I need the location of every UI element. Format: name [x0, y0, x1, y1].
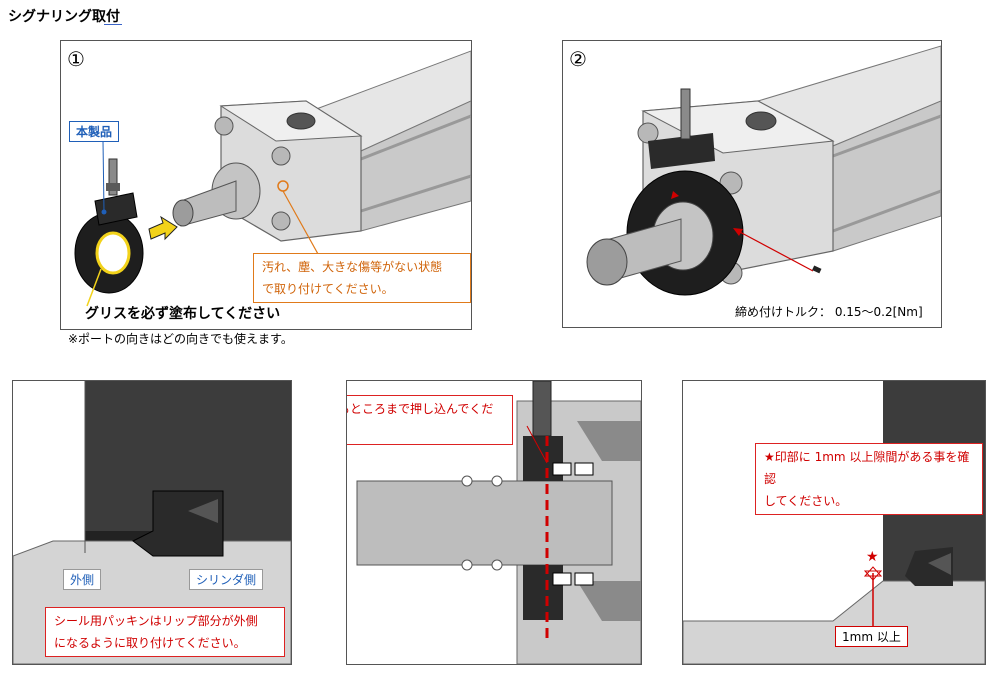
detail3-callout: ★印部に 1mm 以上隙間がある事を確認 してください。 — [755, 443, 983, 515]
page-title: シグナリング取付 — [8, 9, 120, 25]
detail2-callout-line1: 当たるところまで押し込んでくだ — [347, 402, 494, 416]
step2-panel: ② 締め付けトルク： 0.15～0.2[Nm] — [562, 40, 942, 328]
detail2-callout-line2: さい。 — [347, 420, 504, 442]
detail3-callout-line2: してください。 — [764, 494, 848, 508]
port-note: ※ポートの向きはどの向きでも使えます。 — [68, 332, 293, 346]
detail1-callout: シール用パッキンはリップ部分が外側 になるように取り付けてください。 — [45, 607, 285, 657]
title-underline — [104, 24, 122, 25]
detail3-callout-line1: ★印部に 1mm 以上隙間がある事を確認 — [764, 450, 970, 486]
step1-panel: ① 本製品 汚れ、塵、大 — [60, 40, 472, 330]
detail2-illustration — [356, 381, 641, 664]
step2-number: ② — [569, 47, 587, 71]
step2-illustration — [586, 45, 941, 296]
cylinder-label: シリンダ側 — [189, 569, 264, 590]
step1-illustration — [74, 50, 471, 307]
detail2-callout: 当たるところまで押し込んでくだ さい。 — [347, 395, 513, 445]
detail1-callout-line1: シール用パッキンはリップ部分が外側 — [54, 614, 258, 628]
step1-number: ① — [67, 47, 85, 71]
torque-text: 締め付けトルク： 0.15～0.2[Nm] — [735, 305, 923, 319]
detail2-panel: 当たるところまで押し込んでくだ さい。 — [346, 380, 642, 665]
step1-callout-line1: 汚れ、塵、大きな傷等がない状態 — [262, 260, 443, 274]
step1-callout-line2: で取り付けてください。 — [262, 282, 394, 296]
step1-callout: 汚れ、塵、大きな傷等がない状態 で取り付けてください。 — [253, 253, 471, 303]
star-marker: ★ — [866, 549, 879, 565]
detail3-panel: ★ ★印部に 1mm 以上隙間がある事を確認 してください。 1mm 以上 — [682, 380, 986, 665]
outer-label: 外側 — [63, 569, 102, 590]
detail3-illustration — [683, 381, 985, 664]
gap-label: 1mm 以上 — [835, 626, 908, 647]
grease-text: グリスを必ず塗布してください — [85, 306, 281, 322]
detail1-callout-line2: になるように取り付けてください。 — [54, 636, 246, 650]
product-label: 本製品 — [69, 121, 120, 142]
detail1-panel: 外側 シリンダ側 シール用パッキンはリップ部分が外側 になるように取り付けてくだ… — [12, 380, 292, 665]
